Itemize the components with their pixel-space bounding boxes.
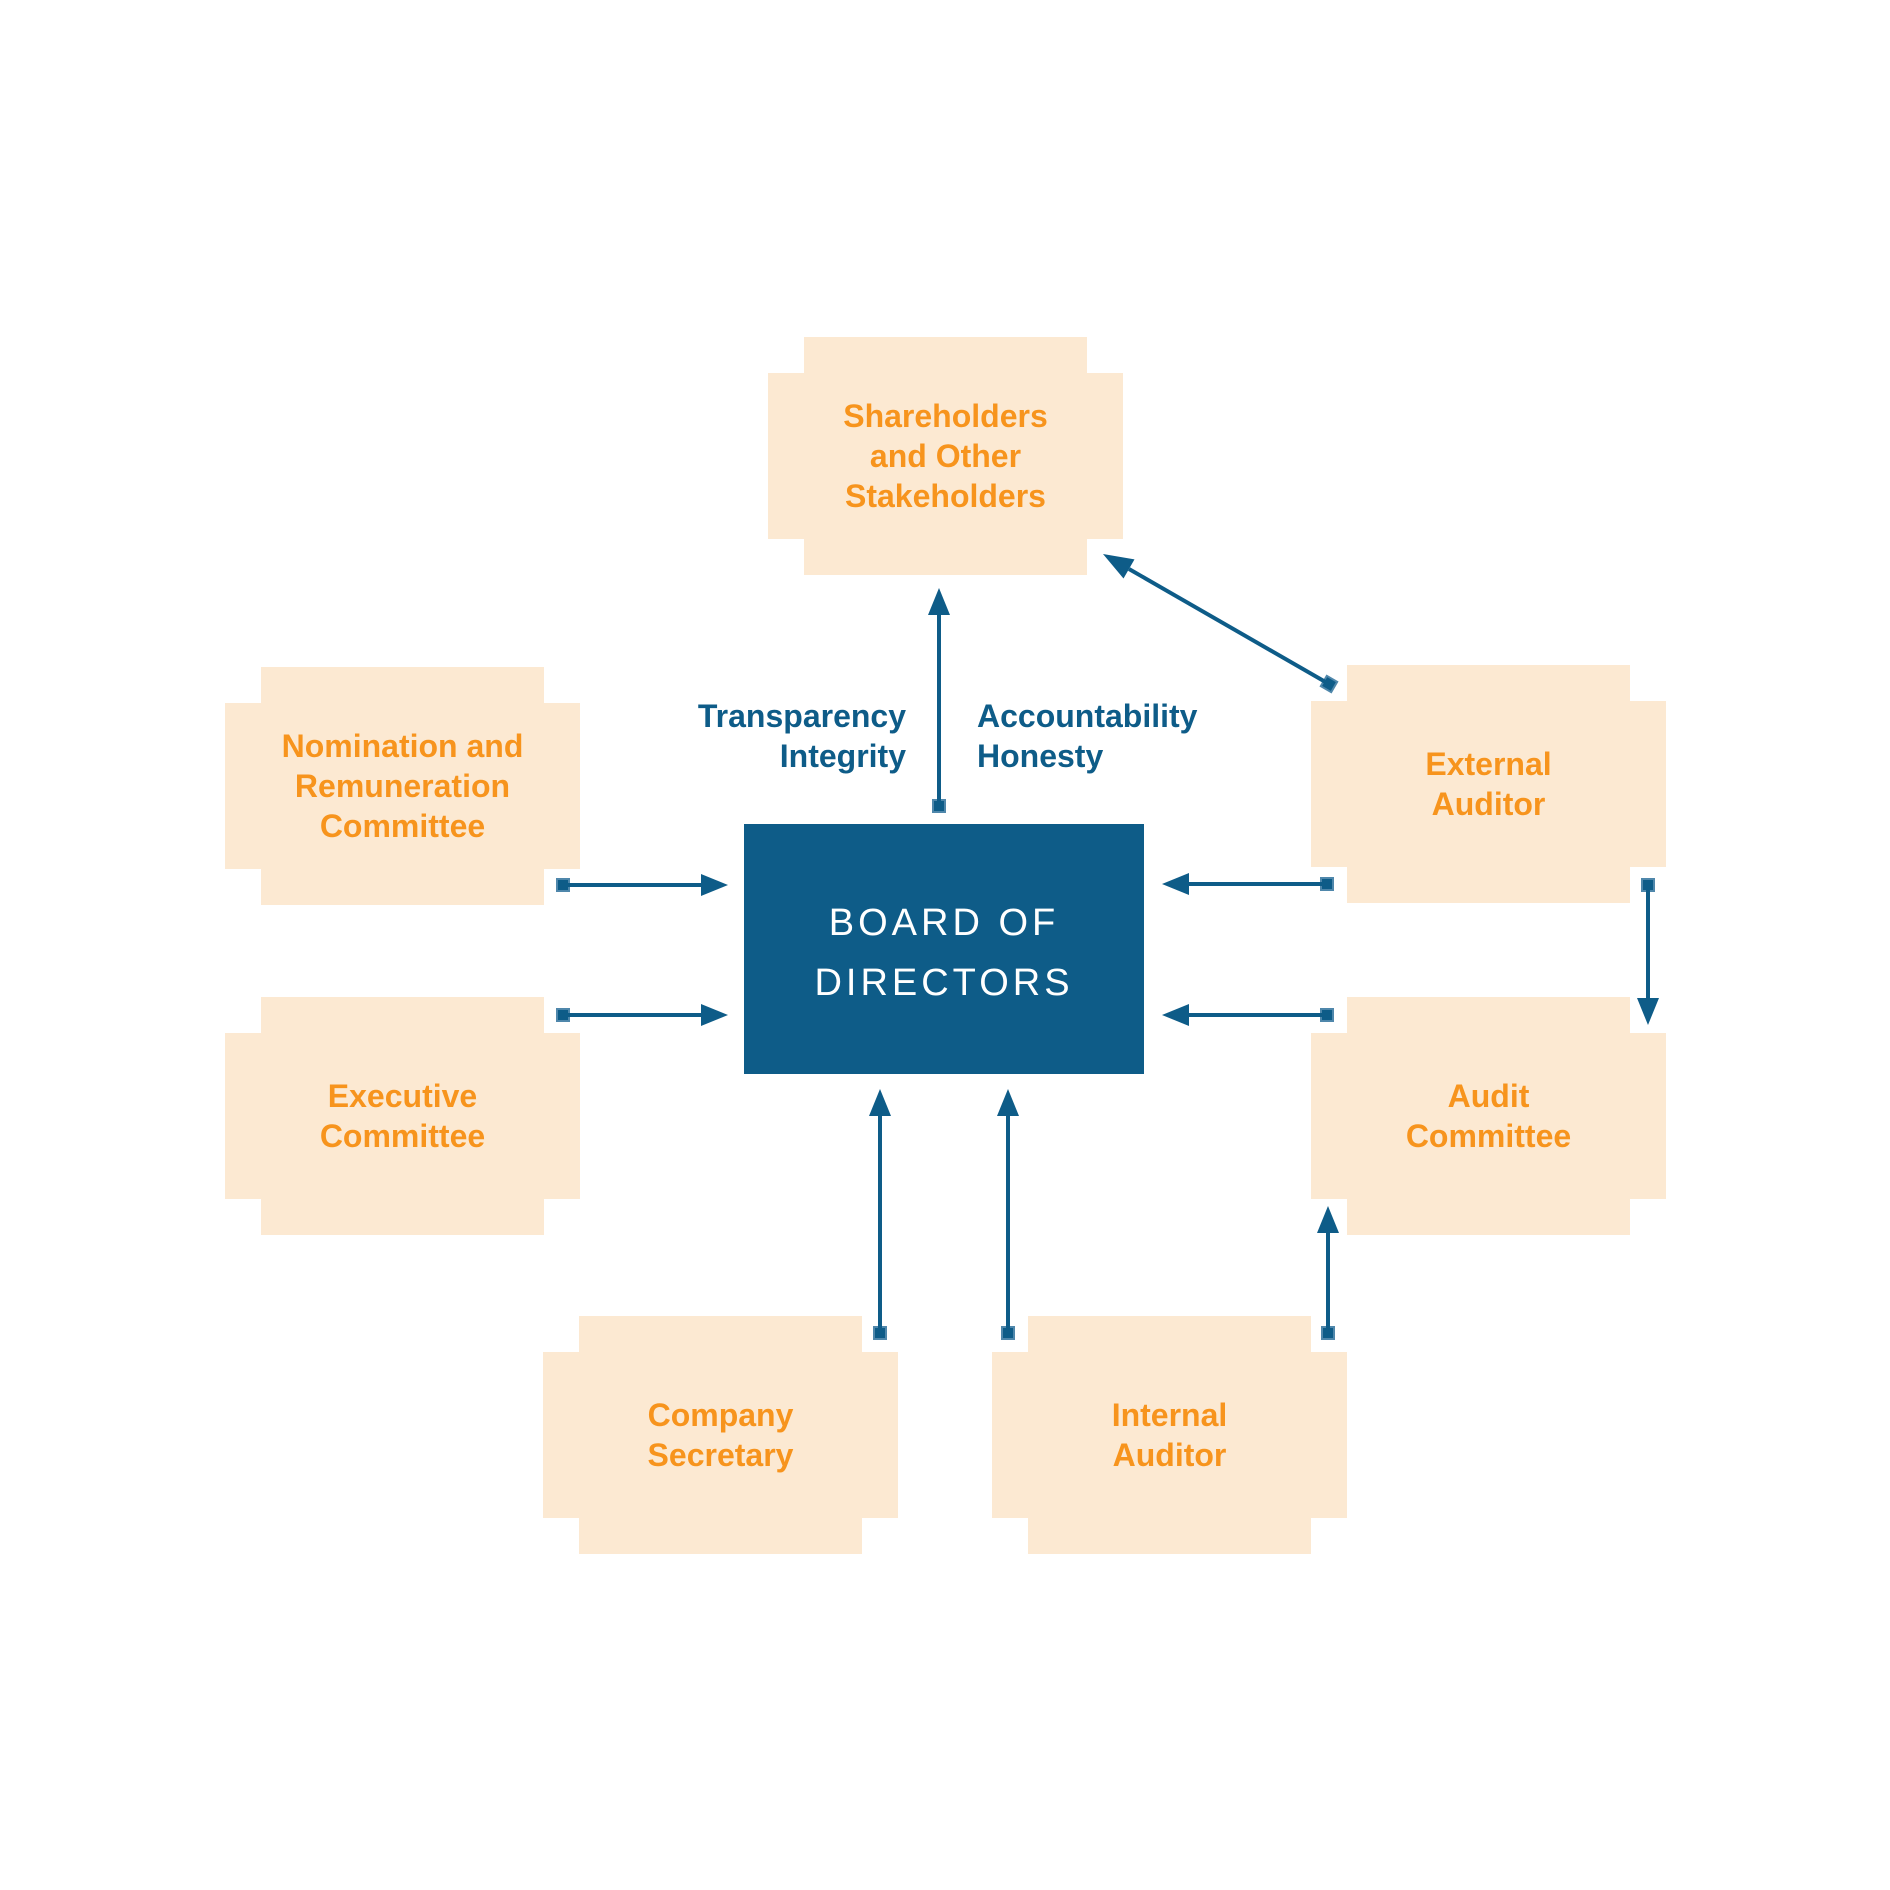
node-label-company-secretary: Company Secretary — [647, 1397, 794, 1473]
node-label-nomination: Nomination and Remuneration Committee — [281, 728, 524, 844]
principle-transparency: Transparency — [697, 698, 906, 734]
principle-accountability: Accountability — [977, 698, 1198, 734]
arrow-executive-to-board — [556, 1004, 728, 1026]
arrow-internal-auditor-to-board — [997, 1089, 1019, 1340]
principle-integrity: Integrity — [779, 738, 906, 774]
node-company-secretary: Company Secretary — [543, 1316, 898, 1554]
arrow-external-auditor-to-board — [1162, 873, 1334, 895]
arrow-company-secretary-to-board — [869, 1089, 891, 1340]
node-label-internal-auditor: Internal Auditor — [1111, 1397, 1228, 1473]
node-audit-committee: Audit Committee — [1311, 997, 1666, 1235]
node-label-shareholders: Shareholders and Other Stakeholders — [843, 398, 1048, 514]
node-label-audit-committee: Audit Committee — [1405, 1078, 1572, 1154]
arrow-nomination-to-board — [556, 874, 728, 896]
node-label-external-auditor: External Auditor — [1425, 746, 1552, 822]
node-internal-auditor: Internal Auditor — [992, 1316, 1347, 1554]
arrow-board-to-shareholders — [928, 588, 950, 813]
node-executive-committee: Executive Committee — [225, 997, 580, 1235]
node-external-auditor: External Auditor — [1311, 665, 1666, 903]
board-of-directors-label: BOARD OF DIRECTORS — [814, 902, 1074, 1004]
board-of-directors-box: BOARD OF DIRECTORS — [744, 824, 1144, 1074]
arrow-audit-committee-to-board — [1162, 1004, 1334, 1026]
node-label-executive: Executive Committee — [319, 1078, 486, 1154]
node-nomination-and-remuneration-committee: Nomination and Remuneration Committee — [225, 667, 580, 905]
principles-right-group: Accountability Honesty — [977, 696, 1197, 776]
principle-honesty: Honesty — [977, 738, 1104, 774]
arrow-external-auditor-to-shareholders — [1103, 554, 1339, 694]
principles-left-group: Transparency Integrity — [698, 696, 906, 776]
node-shareholders-and-other-stakeholders: Shareholders and Other Stakeholders — [768, 337, 1123, 575]
